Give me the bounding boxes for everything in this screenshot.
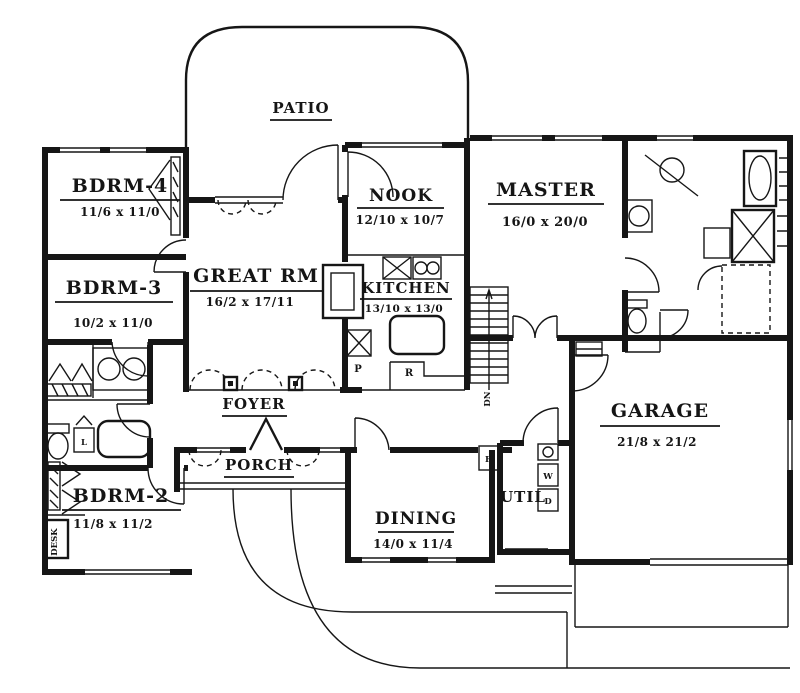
bdrm3-dim: 10/2 x 11/0: [73, 316, 153, 330]
linen-marker: L: [81, 438, 87, 448]
stairs-arrow-icon: [485, 287, 493, 300]
patio-outline: [184, 25, 470, 152]
furnace-marker: F: [485, 455, 491, 465]
porch-label: PORCH: [225, 456, 293, 474]
toilet-icon: [46, 423, 70, 460]
kitchen-dim: 13/10 x 13/0: [365, 303, 443, 315]
master-label: MASTER: [496, 179, 596, 201]
util-label: UTIL: [500, 488, 546, 506]
vanity-counter: [644, 154, 699, 197]
desk-nook: [44, 518, 70, 560]
bdrm4-dim: 11/6 x 11/0: [80, 205, 160, 219]
master-bath: [625, 149, 788, 353]
bathtub-icon: [96, 419, 152, 459]
bdrm4-closet: [148, 156, 181, 236]
pantry: [346, 329, 372, 357]
dining-label: DINING: [375, 509, 457, 529]
master-dim: 16/0 x 20/0: [502, 215, 588, 230]
furnace-closet: [478, 445, 499, 471]
linen-cabinet: [703, 227, 731, 259]
patio-label: PATIO: [272, 99, 329, 117]
sink-icon: [628, 205, 650, 227]
garage-dim: 21/8 x 21/2: [617, 435, 697, 449]
foyer-label: FOYER: [222, 395, 285, 413]
kitchen-label: KITCHEN: [361, 279, 450, 297]
kitchen-fixtures: [346, 254, 465, 391]
hall-bath: [45, 345, 152, 460]
laundry-sink-icon: [537, 443, 559, 461]
bdrm3-label: BDRM-3: [66, 277, 162, 299]
toilet-icon: [626, 299, 648, 334]
nook-dim: 12/10 x 10/7: [356, 213, 445, 227]
counter: [362, 361, 465, 391]
bdrm2-label: BDRM-2: [73, 485, 169, 507]
column-posts: [222, 375, 304, 392]
double-vanity: [92, 347, 151, 391]
sink-icon: [659, 157, 685, 183]
utility-fixtures: [478, 443, 559, 555]
shower-icon: [730, 208, 788, 264]
closet-shelf: [46, 362, 93, 397]
linen-cabinet: [73, 414, 95, 453]
great-room-details: [186, 199, 365, 392]
island: [388, 314, 446, 356]
bdrm4-label: BDRM-4: [72, 175, 168, 197]
windows: [60, 135, 793, 575]
driveway-and-walks: [177, 482, 790, 669]
front-door: [248, 416, 284, 451]
fireplace: [321, 263, 365, 320]
walk-in-closet: [721, 264, 771, 334]
labels: PATIO BDRM-4 11/6 x 11/0 BDRM-3 10/2 x 1…: [50, 99, 720, 556]
dryer-icon: [537, 488, 559, 512]
stairs: [469, 286, 509, 390]
dining-dim: 14/0 x 11/4: [373, 537, 453, 551]
garage-label: GARAGE: [611, 400, 709, 422]
washer-icon: [537, 463, 559, 487]
great-rm-dim: 16/2 x 17/11: [206, 295, 295, 309]
nook-label: NOOK: [369, 186, 433, 206]
range-marker: R: [405, 368, 414, 379]
dryer-marker: D: [544, 497, 552, 507]
range-icon: [382, 256, 412, 280]
great-rm-label: GREAT RM: [193, 265, 319, 287]
bdrm2-dim: 11/8 x 11/2: [73, 517, 153, 531]
master-tub-icon: [742, 149, 788, 208]
stairs-down-marker: DN: [483, 391, 493, 406]
garage-details: [575, 341, 603, 357]
desk-marker: DESK: [50, 528, 60, 556]
washer-marker: W: [542, 472, 553, 482]
sink-icon: [412, 256, 442, 280]
pantry-marker: P: [354, 364, 362, 375]
